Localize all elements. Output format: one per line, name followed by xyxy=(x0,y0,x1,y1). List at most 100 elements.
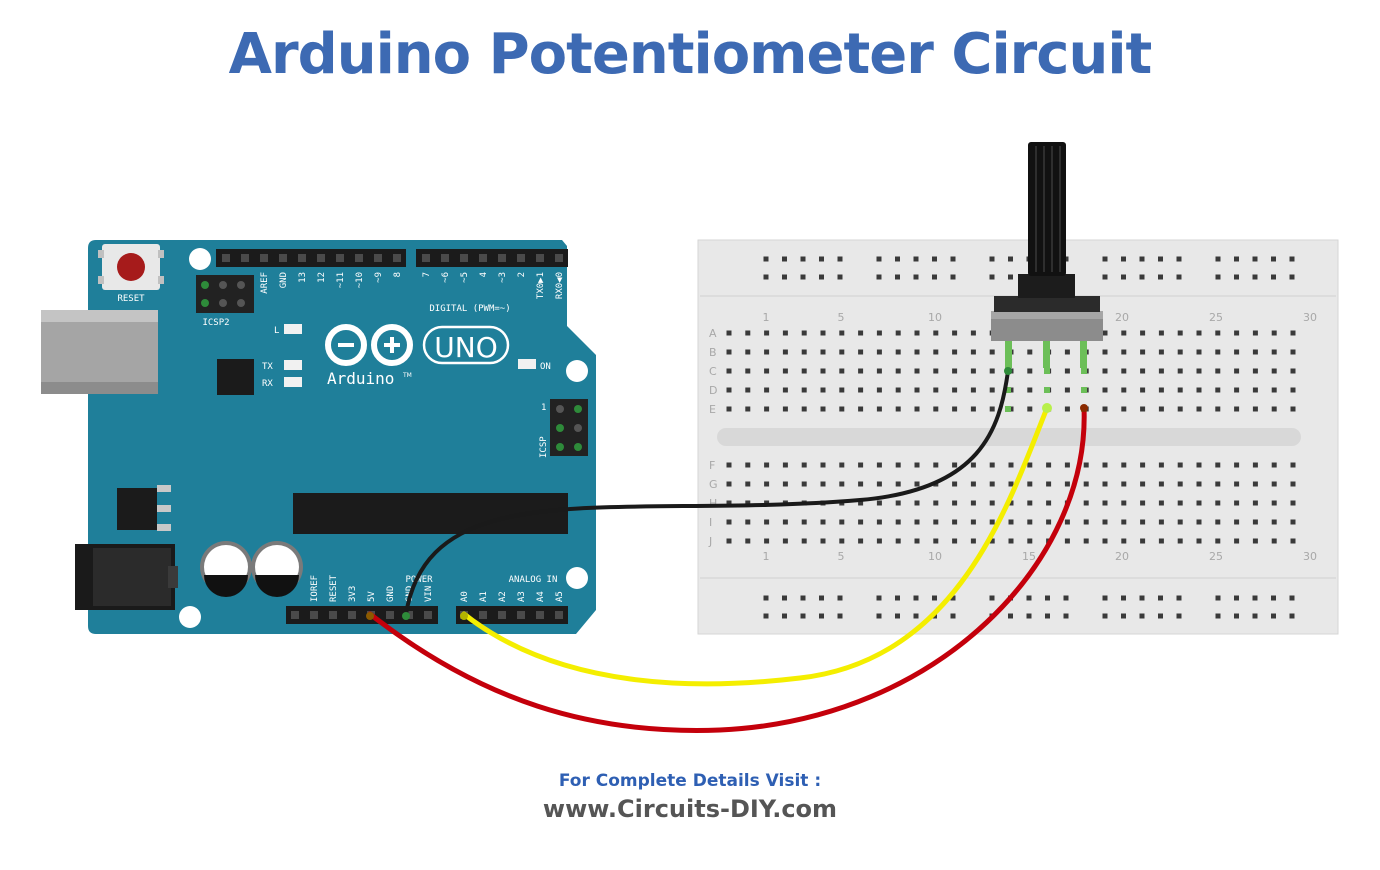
breadboard-hole xyxy=(933,368,939,374)
rail-hole xyxy=(989,274,995,280)
header-pin xyxy=(460,254,468,262)
breadboard-hole xyxy=(782,387,788,393)
breadboard-hole xyxy=(952,500,958,506)
row-label-f: F xyxy=(709,459,715,472)
power-pin-label: IOREF xyxy=(310,575,320,602)
breadboard-hole xyxy=(745,519,751,525)
breadboard-hole xyxy=(1215,519,1221,525)
breadboard-hole xyxy=(782,368,788,374)
breadboard-hole xyxy=(1027,349,1033,355)
breadboard-hole xyxy=(989,406,995,412)
digital-pin-label: 4 xyxy=(479,272,489,277)
breadboard-hole xyxy=(764,462,770,468)
breadboard-hole xyxy=(1102,462,1108,468)
breadboard-hole xyxy=(1158,349,1164,355)
rail-hole xyxy=(989,595,995,601)
rail-hole xyxy=(913,613,919,619)
breadboard-hole xyxy=(839,387,845,393)
breadboard-hole xyxy=(1290,462,1296,468)
breadboard-hole xyxy=(858,387,864,393)
digital-header-right xyxy=(416,249,568,267)
rail-hole xyxy=(1008,256,1013,262)
pot-knob-shaft[interactable] xyxy=(1028,142,1066,276)
col-label-top: 20 xyxy=(1115,311,1129,324)
power-pin-label: VIN xyxy=(424,586,434,602)
wire-end xyxy=(1042,403,1052,413)
breadboard-hole xyxy=(876,330,882,336)
breadboard-hole xyxy=(989,368,995,374)
digital-pin-label: ~11 xyxy=(336,272,346,288)
breadboard-hole xyxy=(914,406,920,412)
breadboard-hole xyxy=(801,349,807,355)
rail-hole xyxy=(1063,595,1069,601)
footer-website-link[interactable]: www.Circuits-DIY.com xyxy=(542,795,838,823)
col-label-bottom: 25 xyxy=(1209,550,1223,563)
breadboard-hole xyxy=(989,349,995,355)
rail-hole xyxy=(1139,613,1145,619)
breadboard-hole xyxy=(989,462,995,468)
header-pin xyxy=(348,611,356,619)
breadboard-hole xyxy=(1215,481,1221,487)
rail-hole xyxy=(1102,595,1108,601)
breadboard-hole xyxy=(876,406,882,412)
breadboard-hole xyxy=(952,538,958,544)
breadboard-hole xyxy=(1158,368,1164,374)
rail-hole xyxy=(1176,613,1182,619)
rail-hole xyxy=(1289,595,1295,601)
breadboard-hole xyxy=(1290,387,1296,393)
rail-hole xyxy=(1215,595,1221,601)
breadboard-hole xyxy=(1121,538,1127,544)
row-label-a: A xyxy=(709,327,717,340)
rail-hole xyxy=(876,256,882,262)
breadboard-hole xyxy=(1234,538,1240,544)
breadboard-hole xyxy=(1064,387,1070,393)
breadboard-hole xyxy=(1271,500,1277,506)
rail-hole xyxy=(1271,256,1276,262)
header-pin xyxy=(393,254,401,262)
breadboard-hole xyxy=(895,406,901,412)
breadboard-hole xyxy=(952,349,958,355)
header-pin xyxy=(374,254,382,262)
power-header-label: POWER xyxy=(405,575,433,585)
icsp-header xyxy=(550,399,588,456)
rail-hole xyxy=(913,595,919,601)
breadboard-hole xyxy=(1234,349,1240,355)
reset-button[interactable] xyxy=(98,244,164,290)
pot-leg xyxy=(1080,340,1087,368)
breadboard-hole xyxy=(820,481,826,487)
breadboard-hole xyxy=(801,462,807,468)
digital-pin-label: GND xyxy=(279,272,289,288)
breadboard-hole xyxy=(876,500,882,506)
rail-hole xyxy=(1102,613,1108,619)
breadboard-hole xyxy=(914,349,920,355)
analog-header xyxy=(456,606,568,624)
breadboard-hole xyxy=(933,538,939,544)
breadboard-hole xyxy=(1177,481,1183,487)
analog-pin-label: A0 xyxy=(460,591,470,602)
breadboard-hole xyxy=(1140,406,1146,412)
rail-hole xyxy=(876,274,882,280)
breadboard-hole xyxy=(1234,462,1240,468)
breadboard-hole xyxy=(1271,330,1277,336)
breadboard-hole xyxy=(1215,462,1221,468)
breadboard-hole xyxy=(1121,406,1127,412)
breadboard-hole xyxy=(1196,462,1202,468)
breadboard-hole xyxy=(970,481,976,487)
breadboard-hole xyxy=(726,481,732,487)
breadboard-hole xyxy=(839,519,845,525)
breadboard-hole xyxy=(895,519,901,525)
col-label-top: 30 xyxy=(1303,311,1317,324)
breadboard-hole xyxy=(914,481,920,487)
rail-hole xyxy=(819,274,824,280)
digital-pin-sockets xyxy=(222,254,563,262)
breadboard-hole xyxy=(1140,481,1146,487)
col-label-bottom: 10 xyxy=(928,550,942,563)
header-pin xyxy=(386,611,394,619)
breadboard-hole xyxy=(970,462,976,468)
breadboard-hole xyxy=(989,538,995,544)
breadboard-hole xyxy=(1271,387,1277,393)
breadboard-hole xyxy=(1252,538,1258,544)
rail-hole xyxy=(782,595,787,601)
breadboard-hole xyxy=(1215,330,1221,336)
arduino-logo-icon xyxy=(325,324,510,366)
